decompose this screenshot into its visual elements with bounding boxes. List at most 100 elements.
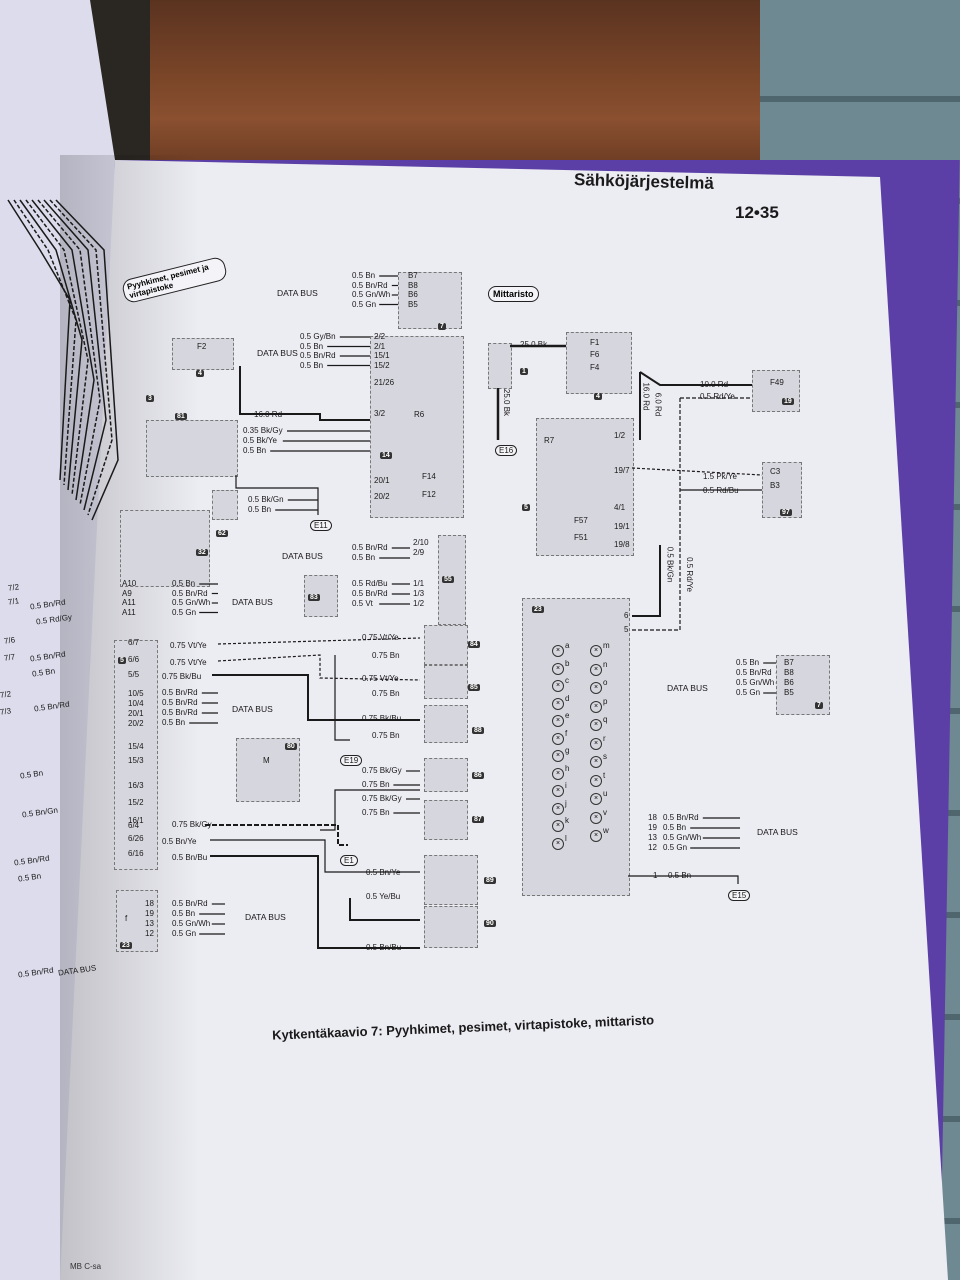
pin-r6-a: 21/26 xyxy=(374,378,395,387)
wire-label-rd-ye: 0.5 Rd/Ye xyxy=(700,392,735,401)
left-page-wire-4 xyxy=(31,199,95,501)
module-number-19: 19 xyxy=(782,398,794,405)
pin-m83-2: 1/2 xyxy=(413,599,425,608)
pin-a-0: A10 xyxy=(122,579,137,588)
component-r6: R6 xyxy=(414,410,425,419)
pin-r6-b: 3/2 xyxy=(374,409,386,418)
wire-label-pump-8: 0.75 Bn xyxy=(372,731,400,740)
wire-label-pump-0: 0.75 Vt/Ye xyxy=(170,641,207,650)
component-f57: F57 xyxy=(574,516,588,525)
pin-m5-2: 5/5 xyxy=(128,670,140,679)
module-5-right xyxy=(536,418,634,556)
wire-label-pk-ye: 1.5 Pk/Ye xyxy=(703,472,737,481)
pin-top-bus-3: B5 xyxy=(408,299,418,309)
pin-m23-0: 18 xyxy=(145,899,154,908)
warning-lamp-u: × xyxy=(590,793,602,805)
pin-cluster-left-0: 1/2 xyxy=(614,431,626,440)
left-page-label-2: 7/6 xyxy=(3,635,16,646)
wire-label-top-bus-0: 0.5 Bn xyxy=(352,271,376,280)
module-23-cluster xyxy=(522,598,630,896)
component-f1: F1 xyxy=(590,338,600,347)
lamp-letter-l: l xyxy=(565,833,567,843)
wire-label-a-bus-1: 0.5 Bn/Rd xyxy=(172,588,208,598)
module-number-90: 90 xyxy=(484,920,496,927)
wire-label-a-bus-3: 0.5 Gn xyxy=(172,607,197,617)
left-page-wire-7 xyxy=(49,199,113,516)
wire-label-wiper-1: 0.5 Bk/Ye xyxy=(243,436,277,445)
pin-cluster-left-1: 19/7 xyxy=(614,466,630,475)
component-f4: F4 xyxy=(590,363,600,372)
module-number-5: 5 xyxy=(118,657,126,664)
module-23-left xyxy=(116,890,158,952)
ground-label-0: E1 xyxy=(340,855,358,866)
pin-bus2-0: 2/2 xyxy=(374,332,386,341)
pin-right-bus-1: B8 xyxy=(784,668,794,677)
warning-lamp-q: × xyxy=(590,719,602,731)
pin-m5-7: 15/4 xyxy=(128,742,144,751)
wire-label-wiper-0: 0.35 Bk/Gy xyxy=(243,426,283,435)
pin-top-bus-2: B6 xyxy=(408,290,418,299)
pin-m83-1: 1/3 xyxy=(413,589,425,598)
lamp-letter-c: c xyxy=(565,676,569,685)
pin-cluster-right-1: 19 xyxy=(648,823,657,832)
module-number-55: 55 xyxy=(442,576,454,583)
module-number-32: 32 xyxy=(196,549,208,556)
wire-label-sw-0: 0.5 Bn/Ye xyxy=(366,868,401,877)
warning-lamp-k: × xyxy=(552,820,564,832)
module-62 xyxy=(212,490,238,520)
wire-label-pump-2: 0.75 Bk/Bu xyxy=(162,672,202,681)
wire-label-pump-3: 0.75 Vt/Ye xyxy=(362,633,399,642)
wire-label-right-bus-1: 0.5 Bn/Rd xyxy=(736,668,772,677)
module-number-87: 87 xyxy=(472,816,484,823)
module-4-left xyxy=(172,338,234,370)
wire-label-bus2-0: 0.5 Gy/Bn xyxy=(300,332,336,341)
warning-lamp-a: × xyxy=(552,645,564,657)
component-motor-80: M xyxy=(263,756,270,765)
pin-top-bus-0: B7 xyxy=(408,271,418,280)
wire-label-m83-0: 0.5 Rd/Bu xyxy=(352,579,388,588)
module-97 xyxy=(762,462,802,518)
lamp-letter-d: d xyxy=(565,693,570,703)
pin-m5-3: 10/5 xyxy=(128,689,144,698)
wire-label-cluster-bus-0: 0.5 Bn/Rd xyxy=(663,813,699,822)
wire-label-pump-1: 0.75 Vt/Ye xyxy=(170,658,207,667)
wire-10rd xyxy=(639,371,752,386)
left-page-wire-6 xyxy=(43,199,107,511)
wire-label-bk-gn: 0.5 Bk/Gn xyxy=(665,546,675,583)
pin-right-bus-3: B5 xyxy=(784,688,794,697)
wire-label-bus2-1: 0.5 Bn xyxy=(300,341,324,351)
wire-label-cluster-bus-3: 0.5 Gn xyxy=(663,843,688,852)
warning-lamp-b: × xyxy=(552,662,564,675)
wire-16rd xyxy=(239,366,370,421)
warning-lamp-w: × xyxy=(590,830,602,842)
wire-label-m23-2: 0.5 Gn/Wh xyxy=(172,919,211,928)
bus-label-cluster: DATA BUS xyxy=(757,827,798,837)
pin-bus55-1: 2/9 xyxy=(413,548,425,557)
component-f6: F6 xyxy=(590,350,600,359)
component-f12: F12 xyxy=(422,490,436,499)
lamp-letter-v: v xyxy=(603,807,607,817)
component-r7: R7 xyxy=(544,436,555,445)
wire-pump-gnd xyxy=(334,655,350,741)
pin-a-2: A11 xyxy=(122,598,136,607)
wire-label-lower-2: 0.5 Bn/Bu xyxy=(172,853,208,862)
module-number-84: 84 xyxy=(468,641,480,648)
pin-cluster-left-2: 4/1 xyxy=(614,503,626,512)
warning-lamp-g: × xyxy=(552,750,564,762)
lamp-letter-h: h xyxy=(565,763,570,773)
lamp-letter-n: n xyxy=(603,659,608,669)
section-label-cluster: Mittaristo xyxy=(488,286,539,302)
pin-f14: 20/1 xyxy=(374,476,390,485)
wire-label-a-bus-0: 0.5 Bn xyxy=(172,579,196,588)
warning-lamp-j: × xyxy=(552,802,564,815)
wire-label-m23-1: 0.5 Bn xyxy=(172,909,196,918)
module-number-7: 7 xyxy=(815,702,823,709)
lamp-letter-p: p xyxy=(603,696,608,706)
bus-label-2: DATA BUS xyxy=(257,348,298,358)
wire-label-sw-1: 0.5 Ye/Bu xyxy=(366,892,401,901)
lamp-letter-q: q xyxy=(603,715,608,724)
component-f14: F14 xyxy=(422,472,436,481)
ground-label-1: E11 xyxy=(310,520,332,531)
wire-label-rd-bu: 0.5 Rd/Bu xyxy=(703,486,739,495)
